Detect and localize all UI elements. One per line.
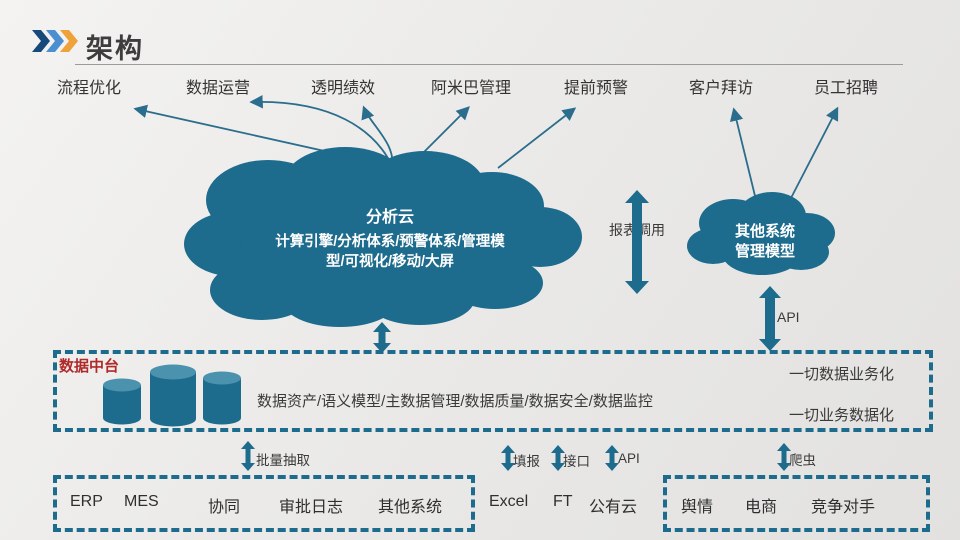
- top-label-early-warning: 提前预警: [564, 80, 629, 97]
- interface-label: 接口: [563, 454, 590, 469]
- crawler-label: 爬虫: [789, 453, 816, 468]
- database-cylinders: [103, 364, 241, 427]
- source-item-mes: MES: [124, 493, 159, 510]
- external-sources-box: [663, 475, 930, 532]
- api-small-arrow: [605, 445, 619, 471]
- other-systems-cloud-shape: [687, 192, 835, 275]
- internal-systems-box: [53, 475, 475, 532]
- data-platform-title: 数据中台: [59, 358, 120, 375]
- arrow-to-recruitment: [790, 106, 839, 199]
- cloud-platform-double-arrow: [373, 322, 391, 353]
- source-item-competitor: 竞争对手: [811, 499, 876, 516]
- fill-in-label: 填报: [513, 454, 540, 469]
- source-item-public-opinion: 舆情: [681, 499, 714, 516]
- arrow-to-early-warning: [497, 107, 577, 169]
- api-label: API: [777, 309, 800, 325]
- top-label-transparent-performance: 透明绩效: [311, 80, 376, 97]
- crawler-arrow: [777, 443, 791, 471]
- chevron-blue: [46, 30, 64, 52]
- title-underline: [75, 64, 903, 65]
- top-label-customer-visit: 客户拜访: [689, 80, 754, 97]
- other-systems-line1: 其他系统: [734, 223, 795, 240]
- api-double-arrow: [759, 286, 781, 351]
- source-item-approval-log: 审批日志: [279, 499, 344, 516]
- source-item-ft: FT: [553, 493, 573, 510]
- other-systems-line2: 管理模型: [734, 243, 795, 260]
- other-systems-cloud-text: 其他系统 管理模型: [705, 222, 825, 262]
- page-title: 架构: [86, 34, 144, 64]
- source-item-ecommerce: 电商: [745, 499, 778, 516]
- arrow-to-data-operation: [249, 94, 395, 171]
- top-label-data-operation: 数据运营: [186, 80, 251, 97]
- ingest-arrows: [241, 441, 791, 471]
- source-item-public-cloud: 公有云: [589, 499, 638, 516]
- data-platform-description: 数据资产/语义模型/主数据管理/数据质量/数据安全/数据监控: [257, 393, 653, 410]
- fill-in-arrow: [501, 445, 515, 471]
- analysis-cloud-desc-line2: 型/可视化/移动/大屏: [325, 254, 455, 270]
- slogan-data-to-business: 一切数据业务化: [789, 366, 895, 383]
- top-label-recruitment: 员工招聘: [814, 80, 879, 97]
- arrow-to-customer-visit: [730, 107, 757, 201]
- source-item-excel: Excel: [489, 493, 529, 510]
- interface-arrow: [551, 445, 565, 471]
- slogan-business-to-data: 一切业务数据化: [789, 407, 895, 424]
- source-item-erp: ERP: [70, 493, 103, 510]
- triple-chevron-icon: [32, 30, 78, 52]
- chevron-navy: [32, 30, 50, 52]
- data-platform-box: [53, 350, 933, 432]
- chevron-orange: [60, 30, 78, 52]
- source-item-collaboration: 协同: [208, 499, 241, 516]
- report-call-double-arrow: [625, 190, 649, 294]
- top-label-amoeba-management: 阿米巴管理: [431, 80, 512, 97]
- batch-extract-label: 批量抽取: [256, 453, 310, 468]
- analysis-cloud-text: 分析云 计算引擎/分析体系/预警体系/管理模 型/可视化/移动/大屏: [250, 203, 530, 272]
- analysis-cloud-title: 分析云: [365, 209, 414, 226]
- batch-extract-arrow: [241, 441, 255, 471]
- source-item-other-system: 其他系统: [378, 499, 443, 516]
- api-small-label: API: [618, 451, 640, 466]
- analysis-cloud-desc-line1: 计算引擎/分析体系/预警体系/管理模: [275, 234, 505, 250]
- analysis-cloud-shape: [184, 147, 582, 327]
- top-label-process-optimization: 流程优化: [57, 80, 122, 97]
